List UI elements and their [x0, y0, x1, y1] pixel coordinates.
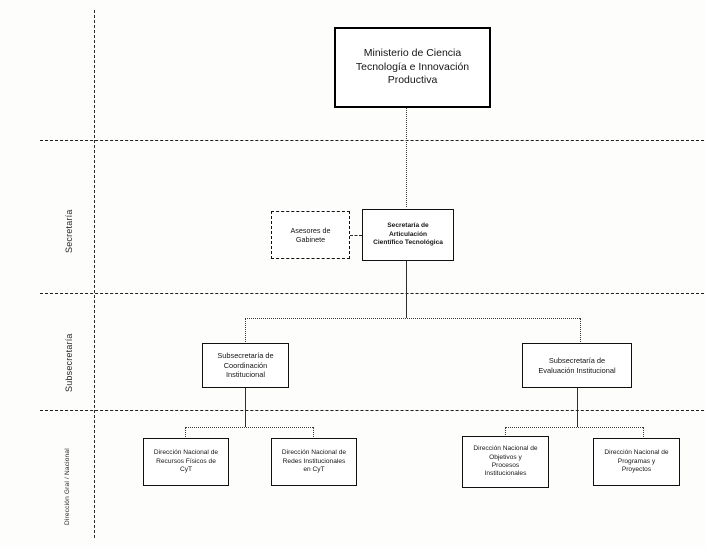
node-dir3-line2: Objetivos y [489, 453, 522, 461]
node-subsec-right-line2: Evaluación Institucional [538, 365, 616, 375]
connector-direcciones-bus-right [505, 427, 643, 428]
node-secretaria-line3: Científico Tecnológica [373, 239, 443, 247]
node-asesores-de-gabinete[interactable]: Asesores de Gabinete [271, 211, 350, 259]
connector-direcciones-bus-left [185, 427, 313, 428]
node-subsec-left-line1: Subsecretaría de [217, 351, 274, 361]
band-divider-secretaria [40, 140, 704, 141]
connector-bus-to-dir3 [505, 427, 506, 439]
node-secretaria-articulacion[interactable]: Secretaría de Articulación Científico Te… [362, 209, 454, 261]
connector-bus-to-subsec-left [245, 318, 246, 344]
node-dir4-line3: Proyectos [621, 466, 652, 474]
node-dir1-line2: Recursos Físicos de [156, 457, 216, 465]
node-secretaria-line1: Secretaría de [387, 222, 429, 230]
node-dir2-line2: Redes Institucionales [282, 457, 346, 465]
node-dir1-line3: CyT [179, 466, 193, 474]
left-vertical-axis [94, 10, 95, 538]
node-ministerio-line1: Ministerio de Ciencia [363, 47, 462, 60]
node-asesores-line1: Asesores de [290, 225, 331, 235]
node-ministerio-line3: Productiva [387, 74, 438, 87]
connector-subsecretaria-bus [245, 318, 580, 319]
connector-subsec-right-drop [577, 388, 578, 427]
node-asesores-line2: Gabinete [295, 235, 326, 244]
connector-bus-to-dir4 [643, 427, 644, 439]
node-subsec-left-line2: Coordinación [223, 360, 268, 370]
node-direccion-objetivos-procesos[interactable]: Dirección Nacional de Objetivos y Proces… [462, 436, 549, 488]
node-subsec-right-line1: Subsecretaría de [548, 356, 606, 366]
band-label-secretaria: Secretaría [64, 209, 74, 253]
node-ministerio[interactable]: Ministerio de Ciencia Tecnología e Innov… [334, 27, 491, 108]
connector-bus-to-subsec-right [580, 318, 581, 344]
node-subsecretaria-coordinacion[interactable]: Subsecretaría de Coordinación Institucio… [202, 343, 289, 388]
band-divider-subsecretaria [40, 293, 704, 294]
connector-bus-to-dir2 [313, 427, 314, 439]
band-divider-direccion [40, 410, 704, 411]
node-dir4-line2: Programas y [617, 457, 656, 465]
node-secretaria-line2: Articulación [388, 230, 428, 238]
node-dir2-line3: en CyT [303, 466, 325, 474]
node-dir2-line1: Dirección Nacional de [281, 449, 347, 457]
connector-ministerio-to-secretaria [406, 108, 407, 207]
connector-bus-to-dir1 [185, 427, 186, 439]
band-label-subsecretaria: Subsecretaría [64, 333, 74, 392]
node-ministerio-line2: Tecnología e Innovación [355, 60, 470, 73]
connector-subsec-left-drop [245, 388, 246, 427]
node-subsecretaria-evaluacion[interactable]: Subsecretaría de Evaluación Instituciona… [522, 343, 632, 388]
node-dir3-line3: Procesos [491, 462, 520, 469]
node-direccion-programas-proyectos[interactable]: Dirección Nacional de Programas y Proyec… [593, 438, 680, 486]
node-dir1-line1: Dirección Nacional de [153, 449, 219, 457]
node-subsec-left-line3: Institucional [225, 370, 265, 380]
connector-asesores-to-secretaria [350, 235, 362, 236]
node-dir3-line4: Institucionales [484, 470, 527, 478]
node-dir4-line1: Dirección Nacional de [604, 449, 669, 457]
node-dir3-line1: Dirección Nacional de [473, 445, 538, 453]
node-direccion-recursos-fisicos[interactable]: Dirección Nacional de Recursos Físicos d… [143, 438, 229, 486]
connector-secretaria-drop [406, 261, 407, 318]
band-label-direccion-gral-nacional: Dirección Gral / Nacional [64, 448, 71, 525]
node-direccion-redes-institucionales[interactable]: Dirección Nacional de Redes Instituciona… [271, 438, 357, 486]
